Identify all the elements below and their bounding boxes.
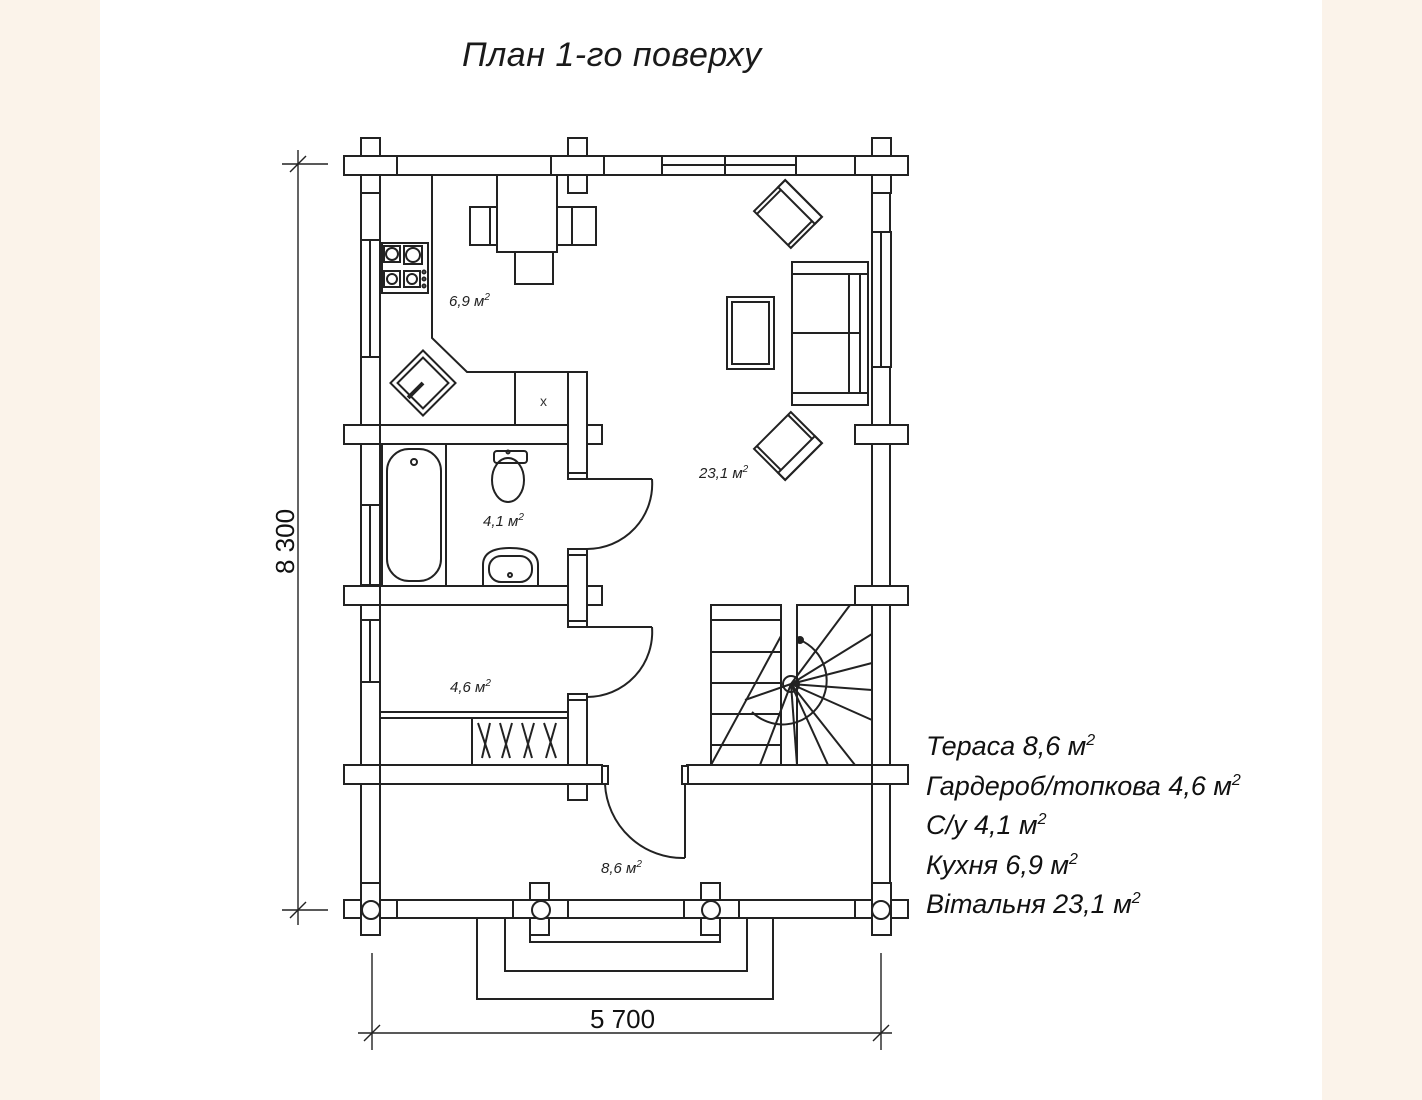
toilet — [491, 449, 528, 503]
interior-walls — [379, 371, 873, 801]
dining-table — [469, 174, 597, 285]
legend-item: Вітальня 23,1 м2 — [926, 889, 1141, 919]
stove — [381, 242, 429, 294]
door-entrance — [601, 765, 689, 860]
window-left-wardrobe — [360, 619, 381, 683]
sofa — [791, 261, 869, 406]
dimension-height-label: 8 300 — [270, 509, 300, 574]
staircase-spiral — [744, 604, 873, 766]
area-living: 23,1 м2 — [698, 464, 749, 482]
window-top — [661, 155, 797, 176]
kitchen-sink — [389, 349, 457, 417]
staircase-straight — [710, 604, 782, 766]
legend-item: Кухня 6,9 м2 — [926, 849, 1078, 880]
window-left-bath — [360, 504, 381, 586]
terrace-posts — [361, 882, 891, 936]
dimension-width — [358, 953, 892, 1050]
dimension-width-label: 5 700 — [590, 1004, 655, 1034]
legend-item: Тераса 8,6 м2 — [926, 731, 1096, 761]
area-kitchen: 6,9 м2 — [449, 292, 490, 310]
coffee-table — [726, 296, 775, 370]
legend-item: Гардероб/топкова 4,6 м2 — [926, 770, 1241, 801]
armchair-top — [752, 178, 824, 250]
area-terrace: 8,6 м2 — [601, 859, 642, 877]
wardrobe-shelves — [379, 711, 569, 766]
door-wardrobe — [567, 620, 654, 701]
area-bathroom: 4,1 м2 — [483, 512, 524, 530]
armchair-bottom — [752, 410, 824, 482]
window-left-kitchen — [360, 239, 381, 358]
door-bath — [567, 472, 654, 556]
plan-title: План 1-го поверху — [462, 36, 762, 74]
dimension-height — [282, 150, 328, 925]
kitchen-counter — [380, 174, 569, 426]
window-right — [871, 231, 892, 368]
terrace-steps — [476, 918, 774, 1000]
washbasin — [482, 546, 539, 586]
bathtub — [381, 443, 447, 587]
area-legend: Тераса 8,6 м2 Гардероб/топкова 4,6 м2 С/… — [926, 724, 1241, 922]
area-wardrobe: 4,6 м2 — [450, 678, 491, 696]
appliance-mark: x — [540, 393, 547, 409]
legend-item: С/у 4,1 м2 — [926, 810, 1047, 840]
